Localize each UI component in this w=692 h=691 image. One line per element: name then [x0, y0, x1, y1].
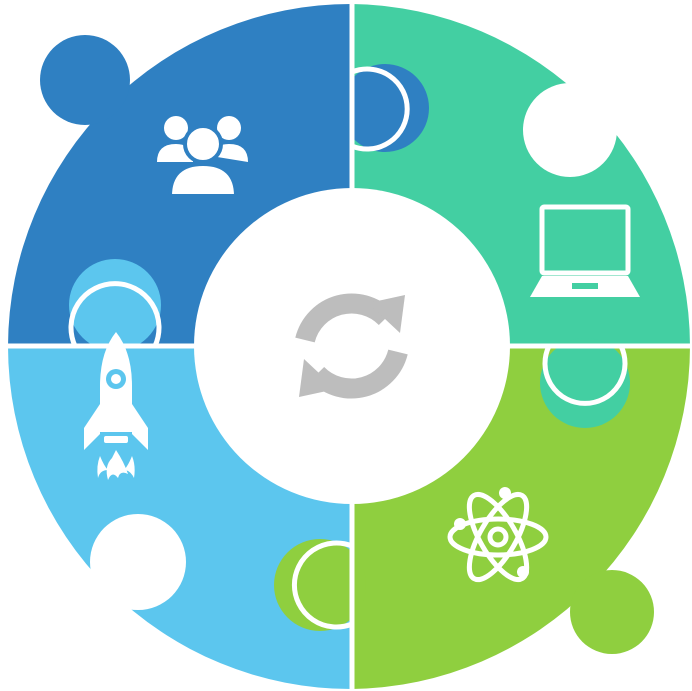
- puzzle-piece-top-right: [352, 4, 690, 346]
- center-hub: [194, 188, 510, 504]
- laptop-icon: [530, 204, 640, 297]
- refresh-cycle-icon: [295, 293, 408, 399]
- atom-icon: [447, 487, 549, 583]
- puzzle-piece-bottom-right: [352, 346, 690, 689]
- rocket-icon: [84, 332, 148, 480]
- knob-bottom-right-outer: [570, 570, 654, 654]
- knob-top-right-down: [540, 338, 630, 428]
- knob-bottom-right-left: [274, 539, 366, 631]
- notch-top-right: [523, 83, 617, 177]
- knob-top-left-right: [341, 64, 429, 152]
- knob-bottom-left-up: [69, 259, 161, 351]
- users-group-icon: [157, 116, 248, 198]
- knob-top-left-outer: [40, 35, 130, 125]
- notch-bottom-left: [90, 514, 186, 610]
